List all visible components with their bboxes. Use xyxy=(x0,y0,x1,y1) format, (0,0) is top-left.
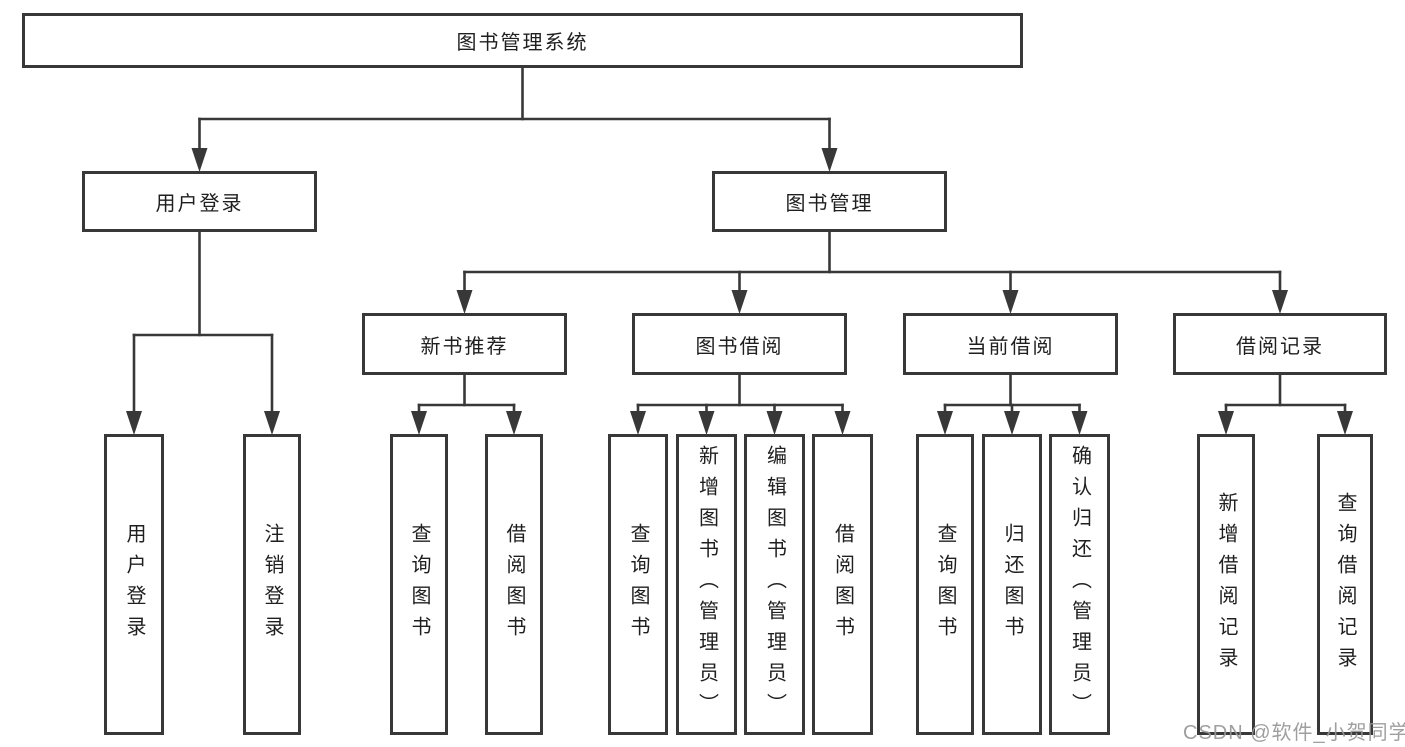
leaf-query-books-recommend: 查询图书 xyxy=(390,434,448,735)
node-current-borrowing: 当前借阅 xyxy=(903,313,1118,375)
leaf-confirm-return-admin: 确认归还（管理员） xyxy=(1049,434,1110,735)
leaf-label: 归还图书 xyxy=(1001,522,1023,647)
node-user-login: 用户登录 xyxy=(82,171,317,232)
node-book-borrowing: 图书借阅 xyxy=(632,313,847,375)
leaf-label: 编辑图书（管理员） xyxy=(763,445,786,724)
node-new-book-recommendation: 新书推荐 xyxy=(362,313,567,375)
leaf-query-borrow-record: 查询借阅记录 xyxy=(1317,434,1373,735)
node-label: 图书借阅 xyxy=(695,335,784,358)
leaf-add-book-admin: 新增图书（管理员） xyxy=(676,434,737,735)
leaf-label: 用户登录 xyxy=(123,522,145,647)
node-book-management: 图书管理 xyxy=(712,171,947,232)
leaf-label: 新增借阅记录 xyxy=(1215,491,1237,678)
leaf-edit-book-admin: 编辑图书（管理员） xyxy=(744,434,805,735)
csdn-watermark: CSDN @软件_小贺同学 xyxy=(1183,722,1405,744)
node-label: 借阅记录 xyxy=(1236,335,1324,358)
leaf-logout: 注销登录 xyxy=(243,434,301,735)
node-label: 图书管理系统 xyxy=(456,32,589,54)
leaf-borrow-books-recommend: 借阅图书 xyxy=(485,434,543,735)
node-label: 用户登录 xyxy=(155,193,244,215)
leaf-label: 查询借阅记录 xyxy=(1334,491,1356,678)
leaf-label: 查询图书 xyxy=(627,522,649,647)
node-library-management-system: 图书管理系统 xyxy=(22,13,1023,68)
leaf-label: 确认归还（管理员） xyxy=(1068,445,1091,724)
leaf-query-books-borrowing: 查询图书 xyxy=(608,434,668,735)
leaf-borrow-books-borrowing: 借阅图书 xyxy=(812,434,873,735)
leaf-return-books: 归还图书 xyxy=(982,434,1042,735)
node-label: 图书管理 xyxy=(785,193,874,215)
leaf-label: 借阅图书 xyxy=(503,522,525,647)
node-label: 当前借阅 xyxy=(966,335,1055,358)
leaf-label: 注销登录 xyxy=(261,522,283,647)
node-label: 新书推荐 xyxy=(420,335,509,358)
leaf-query-books-current: 查询图书 xyxy=(916,434,974,735)
leaf-user-login: 用户登录 xyxy=(104,434,164,735)
leaf-label: 查询图书 xyxy=(408,522,430,647)
leaf-label: 查询图书 xyxy=(934,522,956,647)
leaf-label: 新增图书（管理员） xyxy=(695,445,718,724)
leaf-add-borrow-record: 新增借阅记录 xyxy=(1197,434,1255,735)
node-borrowing-records: 借阅记录 xyxy=(1173,313,1387,375)
leaf-label: 借阅图书 xyxy=(831,522,854,647)
